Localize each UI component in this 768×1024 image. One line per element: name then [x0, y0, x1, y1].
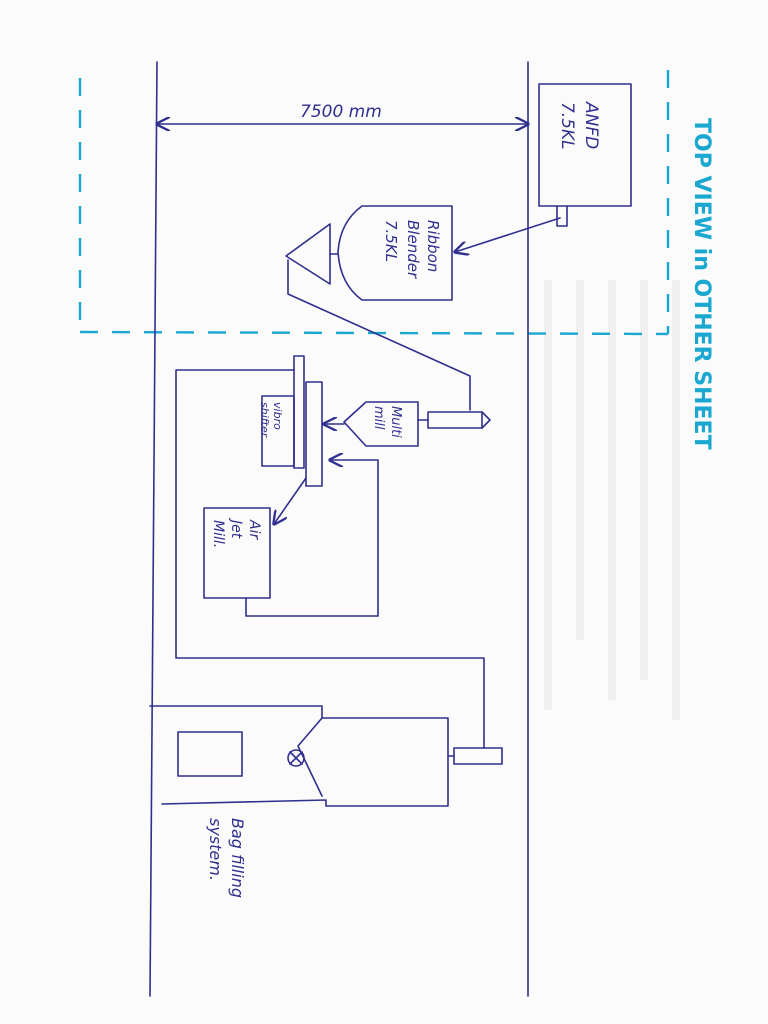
air-jet-mill-line1: Air — [246, 519, 262, 540]
anfd-capacity: 7.5KL — [557, 102, 577, 150]
air-jet-mill-line3: Mill. — [210, 520, 226, 548]
flow-line-blender-to-mill — [287, 259, 471, 411]
top-view-note-text: TOP VIEW in OTHER SHEET — [689, 118, 714, 450]
show-through-text — [544, 280, 680, 720]
vibro-shifter-assembly: vibro shifter — [258, 355, 323, 487]
transfer-line-to-bag-filling — [175, 369, 485, 739]
dimension-arrow: 7500 mm — [157, 102, 528, 124]
top-view-note: TOP VIEW in OTHER SHEET — [689, 118, 714, 450]
anfd-name: ANFD — [581, 101, 601, 149]
ribbon-blender: Ribbon Blender 7.5KL — [285, 205, 453, 301]
flow-arrow-anfd-to-blender — [455, 217, 561, 252]
air-jet-mill: Air Jet Mill. — [203, 507, 271, 599]
multi-mill-line2: mill — [371, 406, 386, 430]
multi-mill: Multi mill — [343, 401, 491, 447]
bag-filling-line1: Bag filling — [228, 818, 247, 898]
left-reference-line — [149, 61, 158, 997]
air-jet-mill-line2: Jet — [228, 517, 244, 539]
ribbon-blender-line2: Blender — [404, 220, 422, 279]
bag-filling-system: Bag filling system. — [149, 705, 503, 898]
vibro-shifter-line1: vibro — [271, 402, 284, 430]
flow-arrow-to-air-jet-mill — [274, 477, 307, 524]
ribbon-blender-line3: 7.5KL — [382, 220, 400, 262]
recirculation-line — [245, 460, 379, 617]
multi-mill-line1: Multi — [388, 406, 403, 438]
ribbon-blender-line1: Ribbon — [424, 220, 442, 272]
bag-filling-line2: system. — [206, 818, 225, 881]
dimension-label: 7500 mm — [300, 102, 382, 122]
vibro-shifter-line2: shifter — [258, 402, 271, 439]
anfd-unit: ANFD 7.5KL — [538, 83, 632, 227]
